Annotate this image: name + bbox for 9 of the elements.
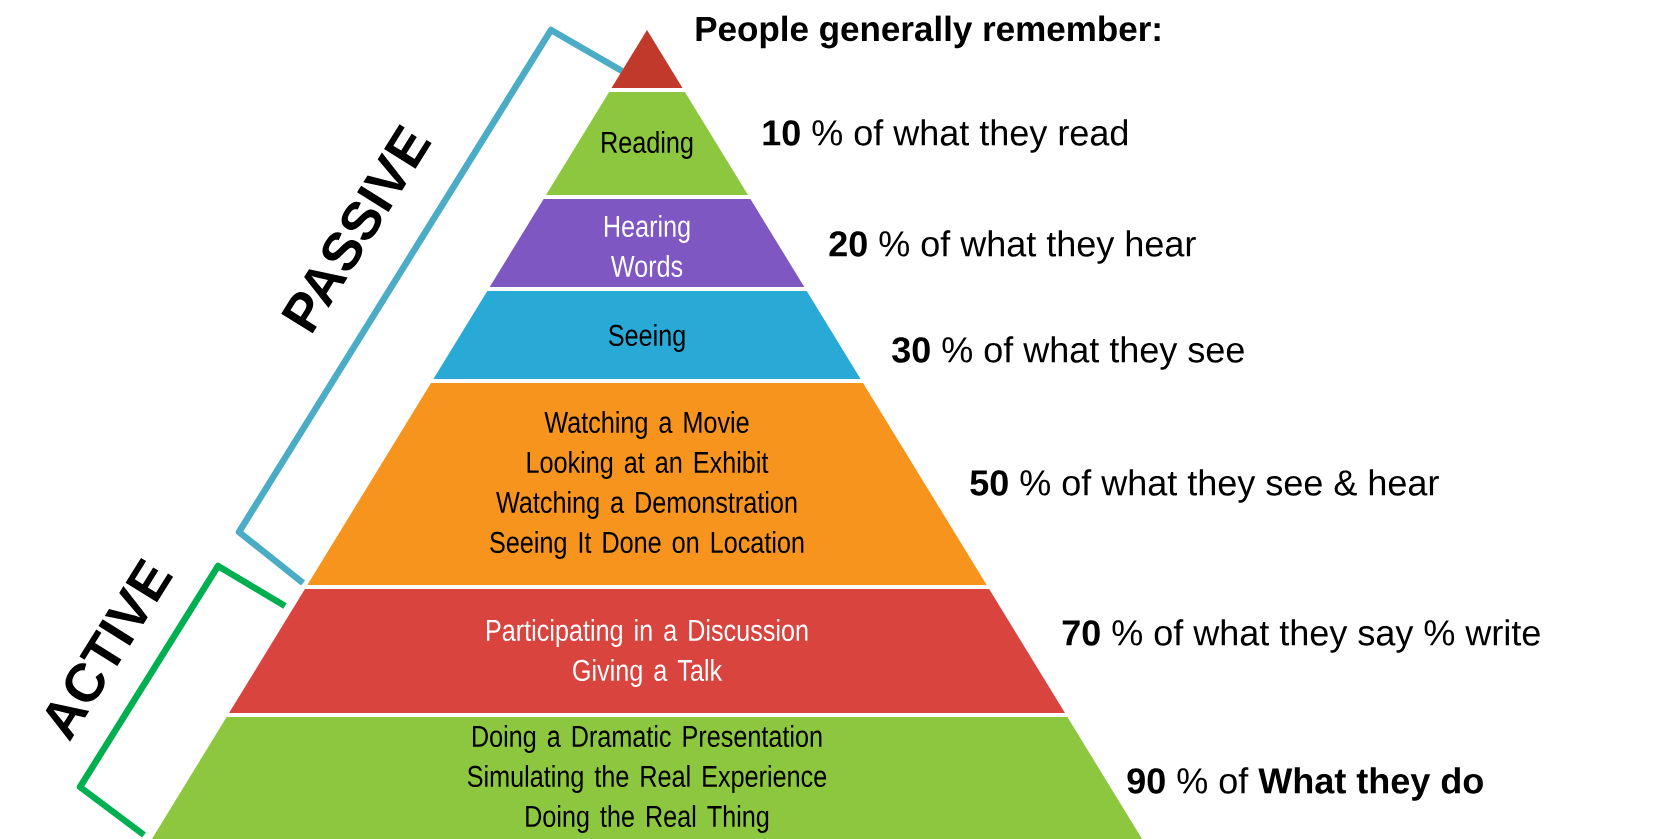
pyramid-band: Seeing [433, 291, 861, 379]
heading: People generally remember: [696, 15, 1160, 49]
percentage-text: 30 % of what they see [892, 336, 1244, 370]
pyramid-tip [611, 30, 683, 88]
percentage-text: 10 % of what they read [763, 119, 1128, 153]
percentage-text: 70 % of what they say % write [1062, 619, 1540, 653]
percentage-text: 20 % of what they hear [829, 230, 1196, 264]
pyramid-band: Reading [546, 92, 748, 195]
pyramid-band: Hearing Words [489, 199, 805, 287]
